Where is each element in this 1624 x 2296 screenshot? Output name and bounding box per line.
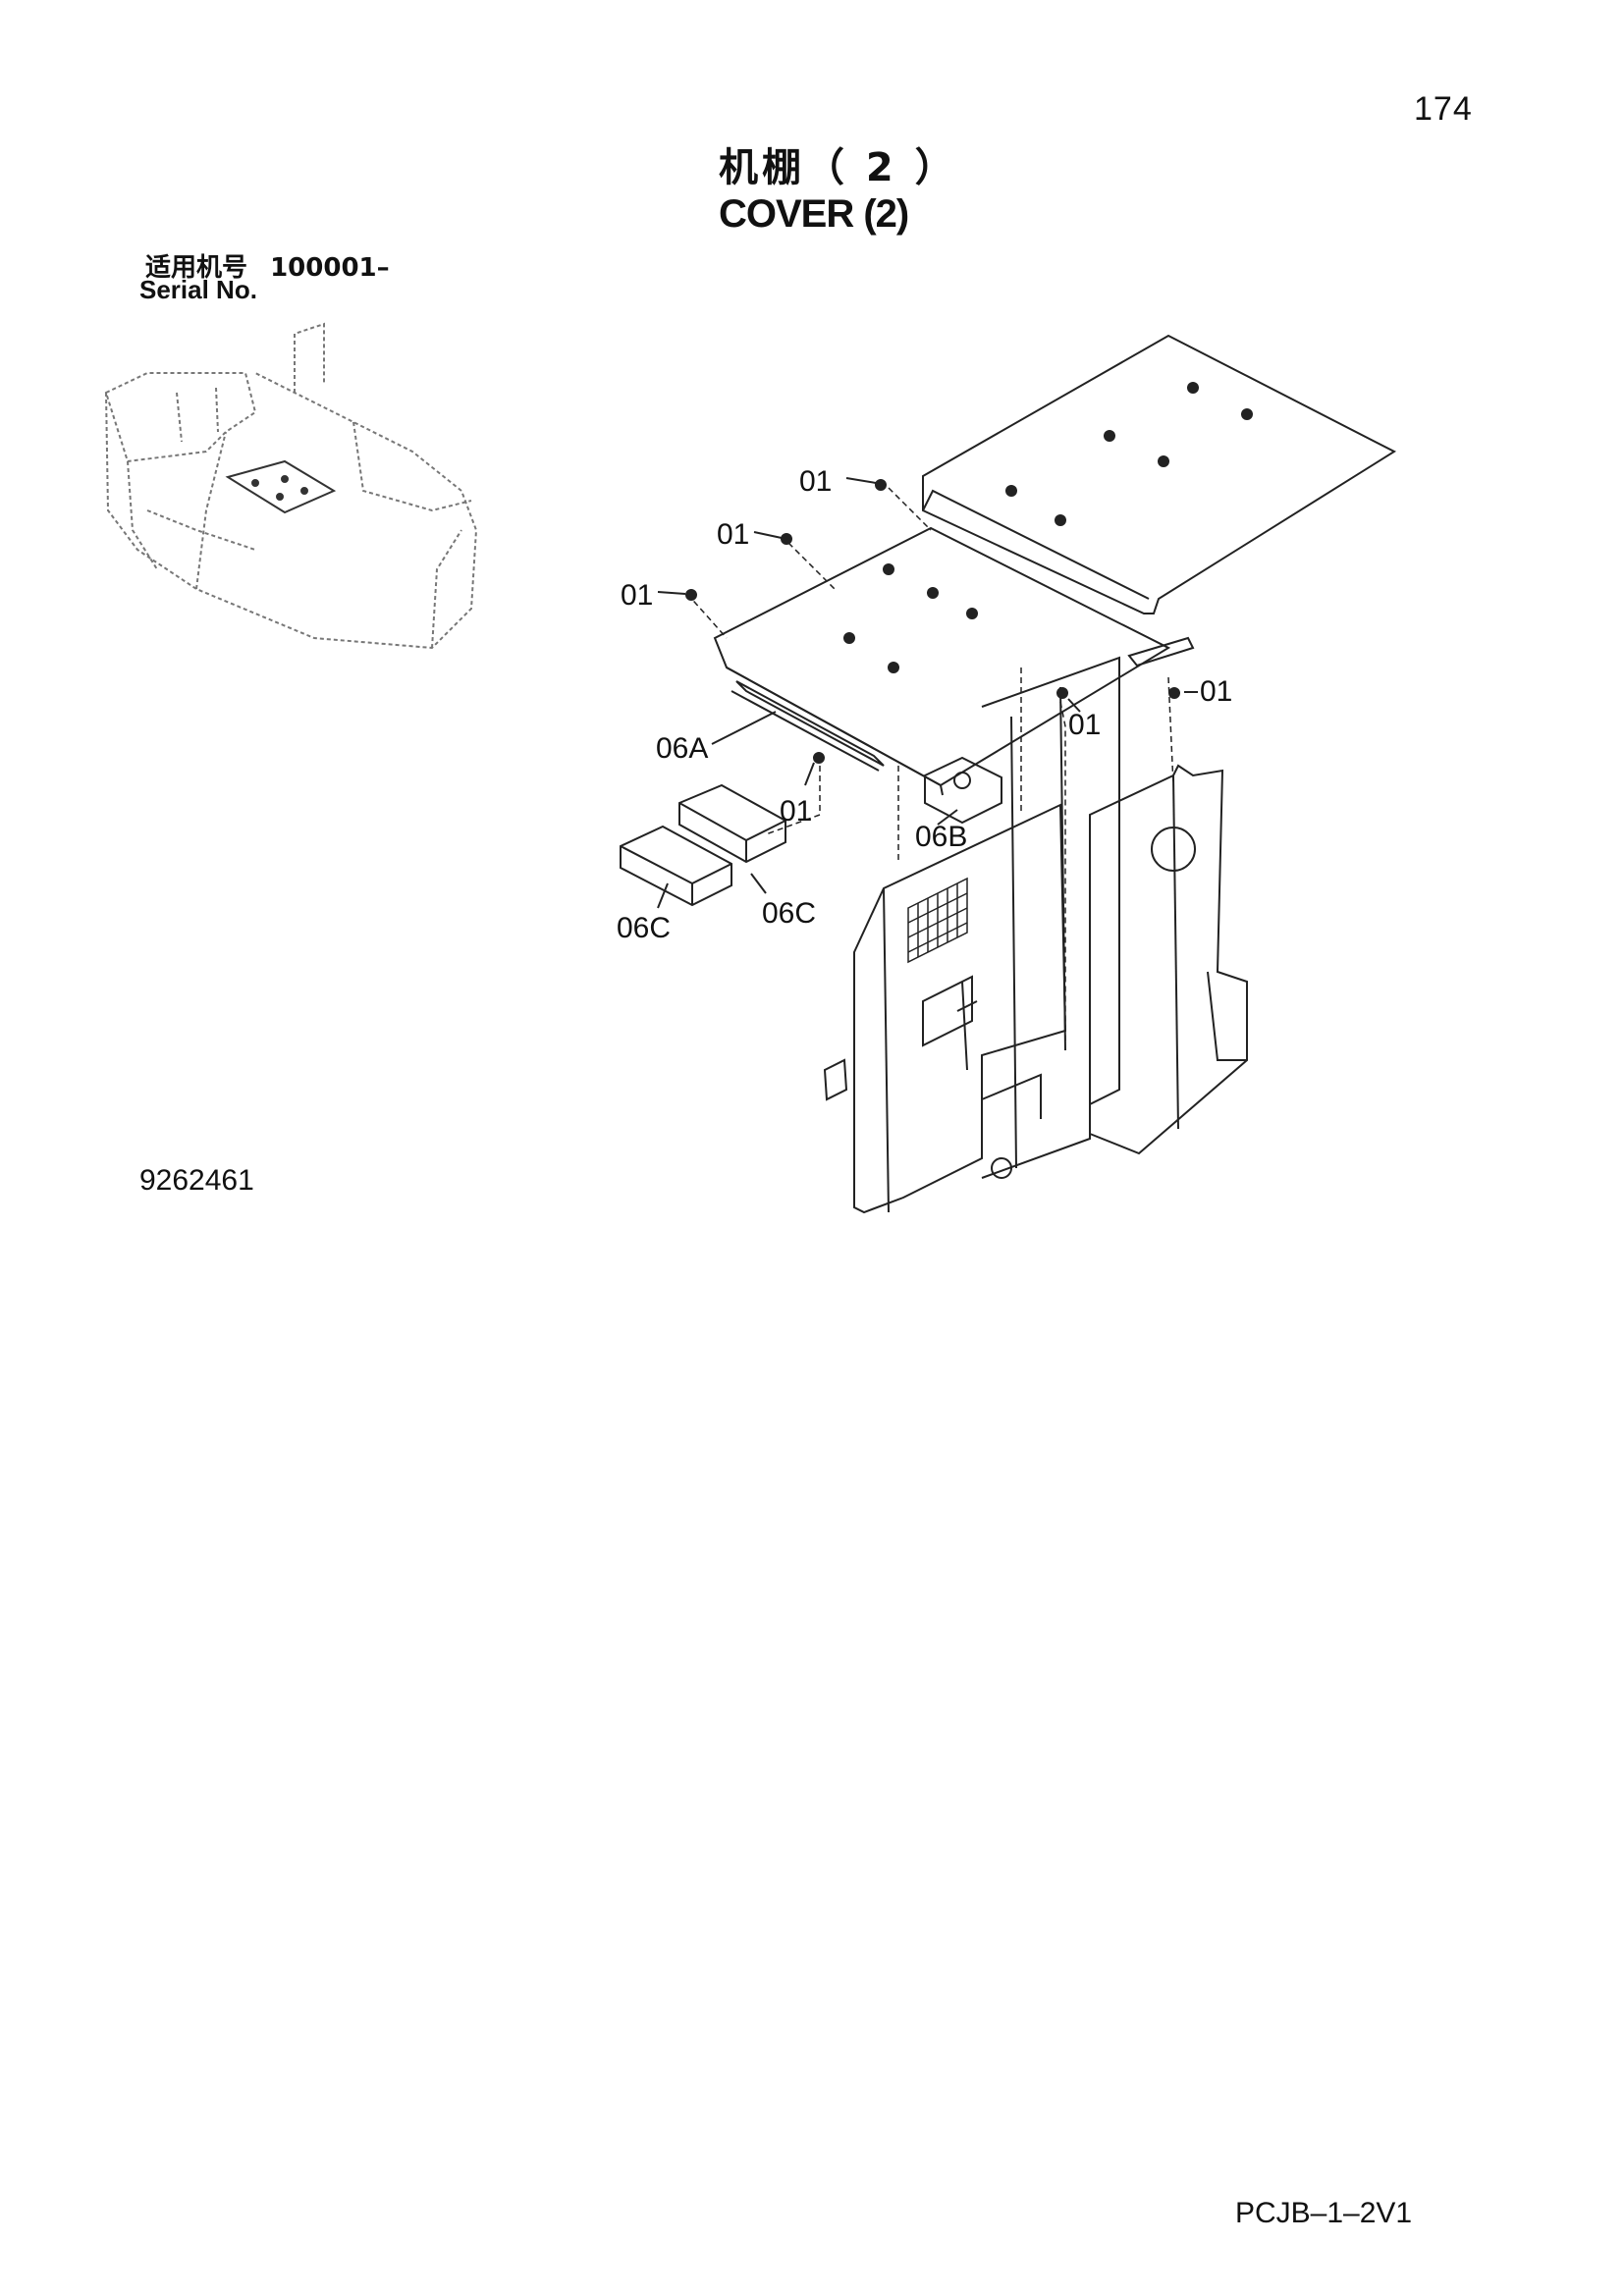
- serial-range-line: 适用机号 100001–: [145, 247, 390, 284]
- page-number: 174: [1414, 90, 1473, 128]
- foam-block-06c-upper: [678, 783, 786, 864]
- callout-labels: 01 01 01 01 01 01 06A 06B 06C 06C: [617, 465, 1232, 944]
- callout-01-d: 01: [1200, 675, 1232, 708]
- left-side-panel: [853, 803, 1067, 1214]
- vent-grille: [907, 877, 968, 964]
- main-exploded-diagram: [620, 334, 1397, 1214]
- callout-06b: 06B: [915, 821, 967, 853]
- foam-block-06c-lower: [620, 825, 732, 907]
- title-chinese: 机棚（ 2 ）: [719, 145, 958, 190]
- right-partition-panel: [1089, 764, 1248, 1155]
- callout-01-f: 01: [780, 795, 812, 828]
- front-top-cover-plate: [713, 526, 1171, 787]
- locator-highlight-panel: [225, 459, 337, 514]
- rear-top-cover-plate: [922, 334, 1397, 614]
- callout-01-c: 01: [621, 579, 653, 612]
- serial-label-english: Serial No.: [139, 275, 257, 304]
- locator-excavator-thumbnail: [104, 322, 478, 650]
- footer-code: PCJB–1–2V1: [1235, 2197, 1413, 2229]
- callout-06c-right: 06C: [762, 897, 816, 930]
- bolts: [685, 479, 1180, 764]
- serial-label-chinese: 适用机号: [145, 253, 248, 283]
- plate-holes: [843, 382, 1253, 673]
- callout-06c-left: 06C: [617, 912, 671, 944]
- center-partition-panel: [981, 656, 1120, 1179]
- callout-01-b: 01: [717, 518, 749, 551]
- callout-01-a: 01: [799, 465, 832, 498]
- serial-range: 100001–: [270, 253, 390, 283]
- callout-06a: 06A: [656, 732, 708, 765]
- seal-strip-06a: [735, 680, 885, 767]
- title-english: COVER (2): [719, 192, 909, 236]
- foam-block-06b: [924, 756, 1002, 825]
- callout-01-e: 01: [1068, 709, 1101, 741]
- figure-number: 9262461: [139, 1164, 254, 1197]
